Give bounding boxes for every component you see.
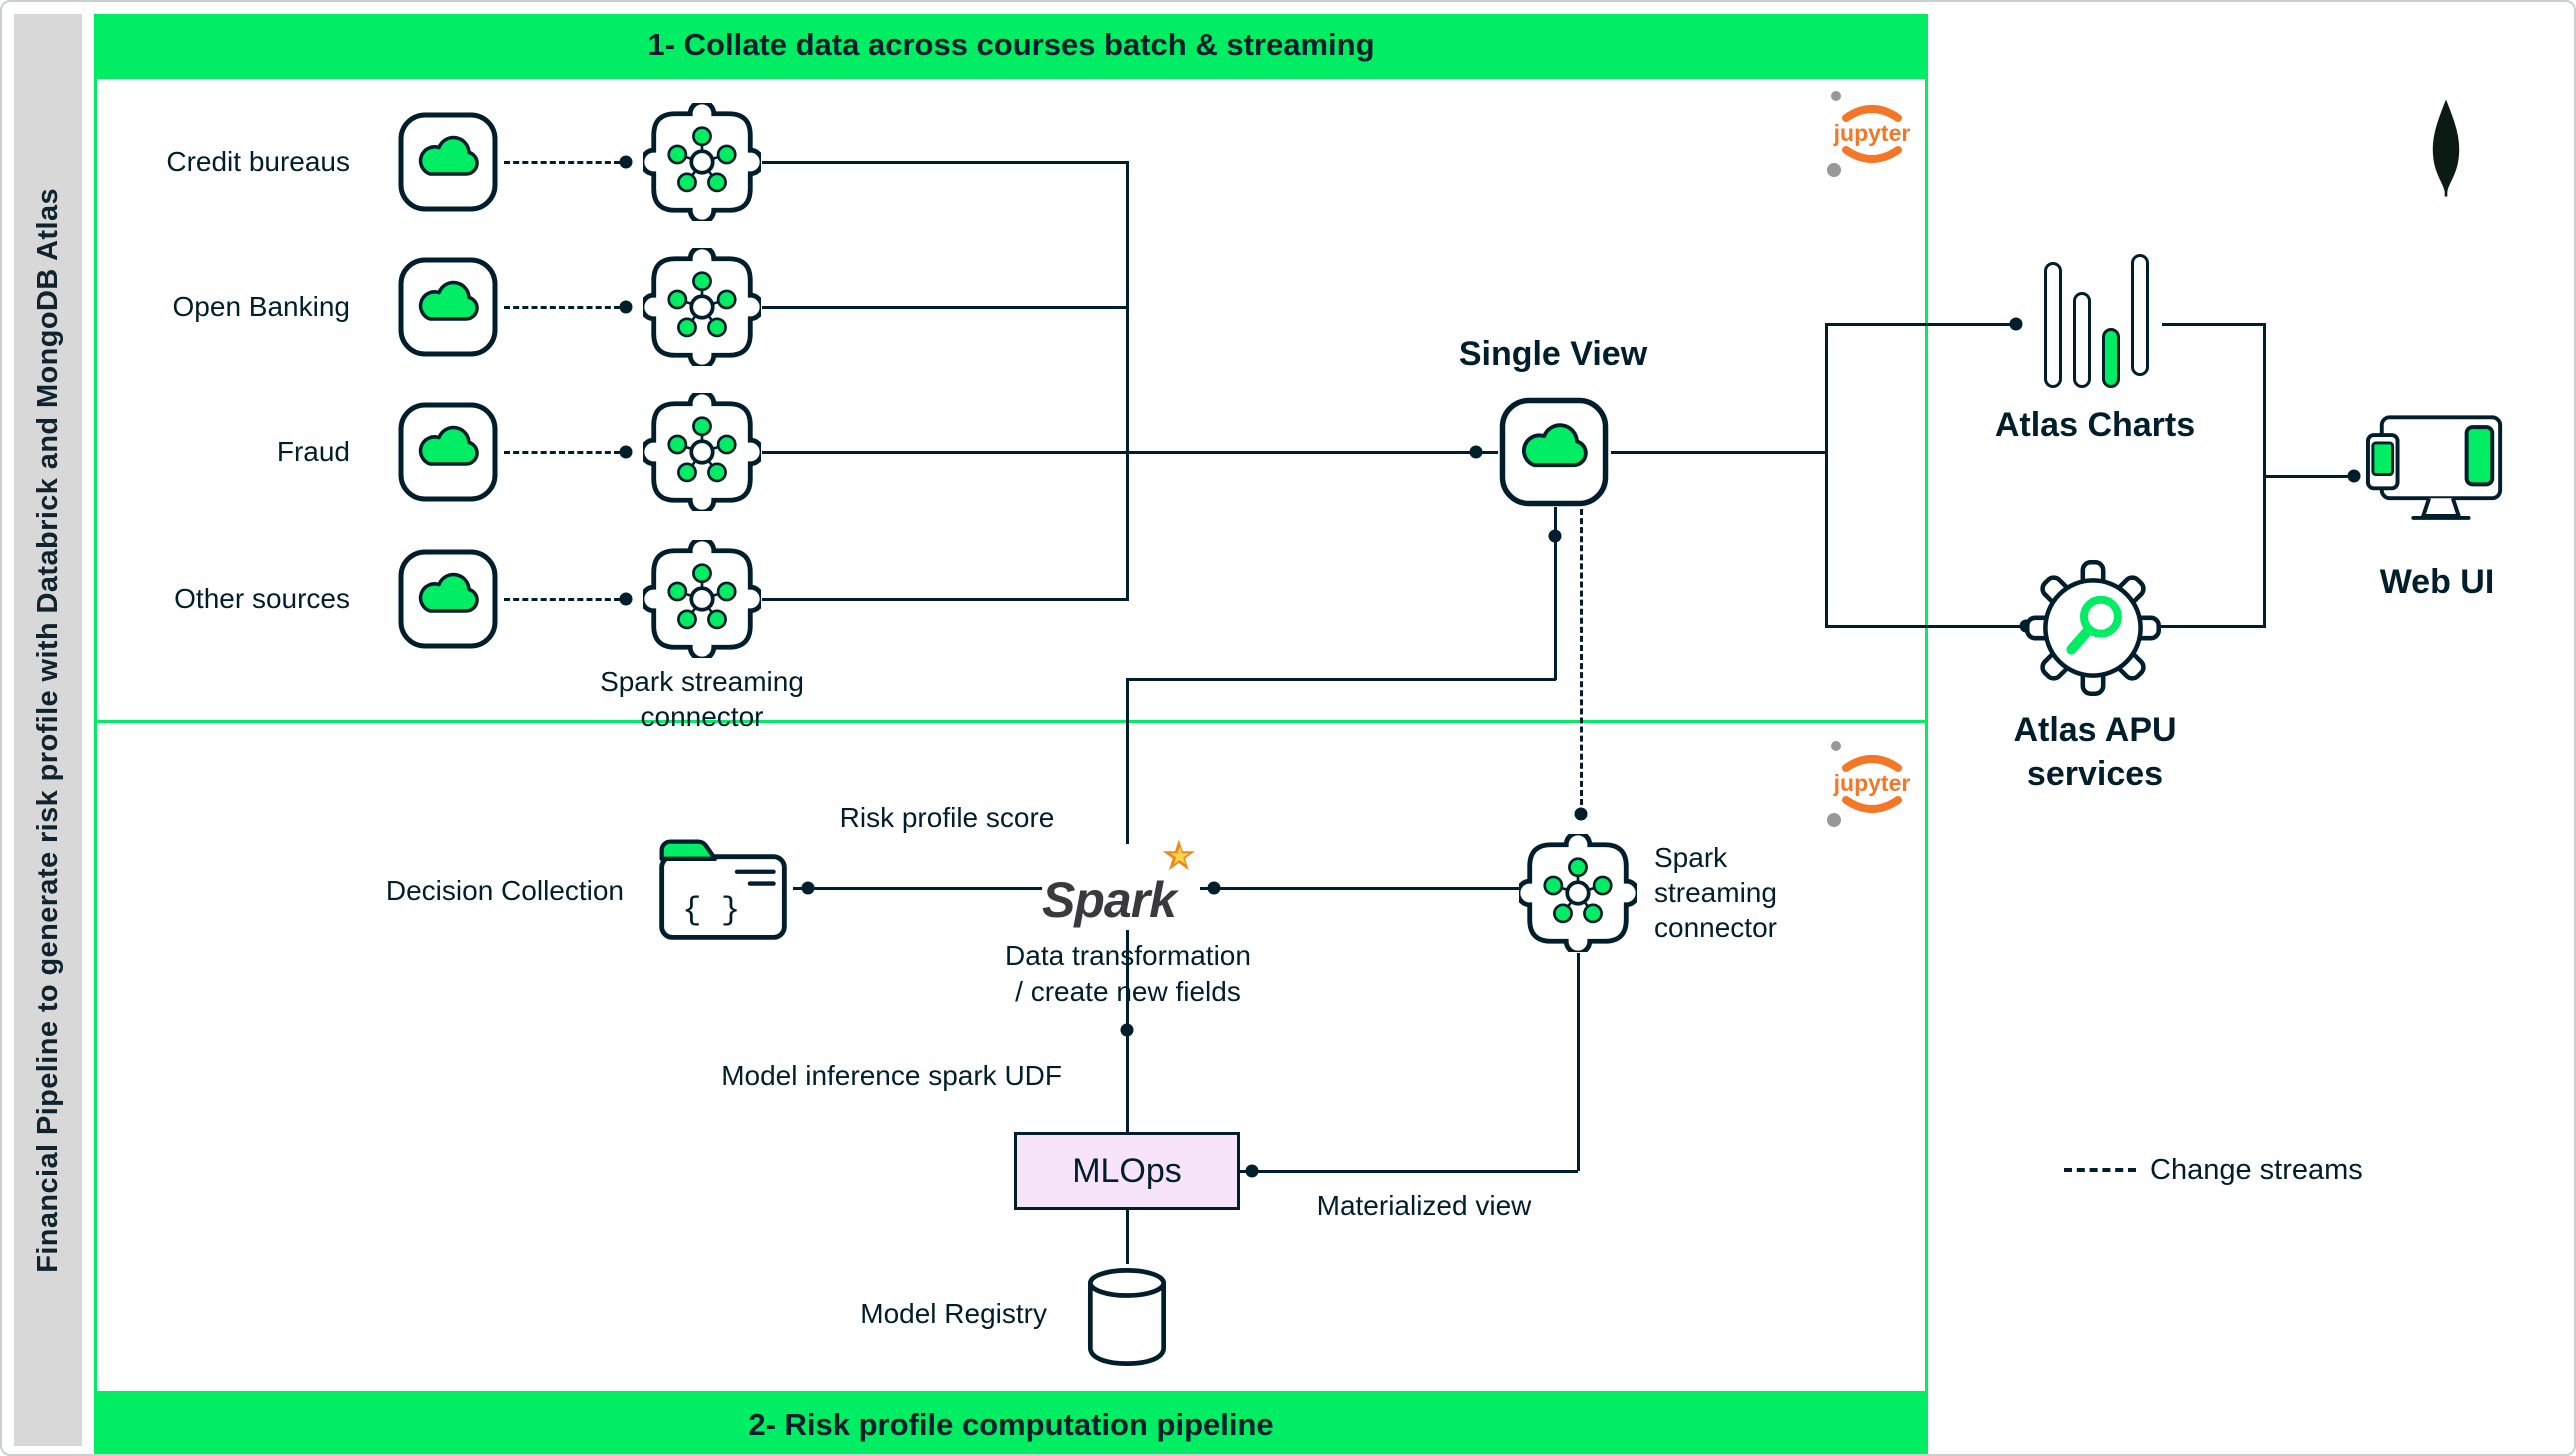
- spark-star-icon: ★: [1160, 832, 1198, 879]
- decision-collection-label: Decision Collection: [385, 875, 624, 906]
- atlas-charts-icon: [2042, 248, 2162, 388]
- chart-bar: [2073, 292, 2091, 388]
- connector-line: [1826, 322, 2018, 326]
- connector-line: [1125, 677, 1556, 681]
- section2-banner: 2- Risk profile computation pipeline: [94, 1394, 1928, 1454]
- connector-line: [762, 160, 1128, 164]
- model-inference-label: Model inference spark UDF: [721, 1060, 1062, 1091]
- change-stream-line: [504, 450, 620, 454]
- connector-line: [1125, 160, 1129, 601]
- junction-dot: [619, 155, 633, 169]
- section2-box: [94, 723, 1928, 1394]
- junction-dot: [2347, 469, 2361, 483]
- legend-change-streams-label: Change streams: [2150, 1154, 2363, 1186]
- data-transformation-label: Data transformation / create new fields: [1005, 940, 1251, 1007]
- sidebar-title-bar: Financial Pipeline to generate risk prof…: [14, 14, 82, 1446]
- spark-connector-icon-5: [1519, 834, 1637, 952]
- change-stream-line: [504, 160, 620, 164]
- mongodb-leaf-icon: [2432, 99, 2460, 197]
- source-label-open-banking: Open Banking: [172, 291, 350, 322]
- single-view-label: Single View: [1458, 335, 1648, 373]
- atlas-charts-label: Atlas Charts: [1994, 406, 2196, 444]
- junction-dot: [619, 300, 633, 314]
- connector-line: [2162, 322, 2264, 326]
- atlas-apu-gear-icon: [2025, 560, 2161, 696]
- junction-dot: [1469, 445, 1483, 459]
- jupyter-logo-1: jupyter: [1827, 91, 1911, 177]
- spark-connector-icon-4: [643, 540, 761, 658]
- junction-dot: [619, 592, 633, 606]
- junction-dot: [1574, 807, 1588, 821]
- chart-bar: [2102, 328, 2120, 388]
- sidebar-title: Financial Pipeline to generate risk prof…: [31, 187, 64, 1273]
- web-ui-label: Web UI: [2379, 563, 2495, 601]
- jupyter-wordmark: jupyter: [1833, 120, 1911, 146]
- braces-glyph: { }: [682, 892, 740, 929]
- connector-line: [1240, 1169, 1578, 1173]
- source-label-other-sources: Other sources: [174, 583, 350, 614]
- materialized-view-label: Materialized view: [1316, 1190, 1532, 1221]
- junction-dot: [1120, 1023, 1134, 1037]
- connector-line: [762, 597, 1128, 601]
- connector-line: [1200, 887, 1519, 890]
- change-stream-line: [504, 597, 620, 601]
- model-registry-label: Model Registry: [860, 1298, 1047, 1329]
- connector-line: [2264, 474, 2356, 478]
- chart-bar: [2131, 254, 2149, 376]
- junction-dot: [2009, 317, 2023, 331]
- connector-line: [1611, 450, 1826, 454]
- spark-connector-icon-1: [643, 103, 761, 221]
- jupyter-wordmark: jupyter: [1833, 770, 1911, 796]
- section1-banner: 1- Collate data across courses batch & s…: [94, 14, 1928, 76]
- database-icon-open-banking: [398, 257, 498, 357]
- spark-logo: ★ ★ Spark: [1042, 832, 1232, 929]
- single-view-icon: [1499, 397, 1609, 507]
- connector-line: [1576, 953, 1580, 1171]
- change-stream-line: [504, 305, 620, 309]
- connector-line: [793, 887, 1042, 890]
- chart-bar: [2044, 262, 2062, 388]
- risk-profile-score-label: Risk profile score: [839, 802, 1055, 833]
- database-icon-fraud: [398, 402, 498, 502]
- junction-dot: [1548, 529, 1562, 543]
- mlops-box: MLOps: [1014, 1132, 1240, 1210]
- section1-box: [94, 76, 1928, 723]
- connector-line: [1824, 322, 1828, 628]
- connector-line: [762, 450, 1498, 454]
- spark-wordmark: Spark: [1042, 872, 1177, 928]
- connector-line: [1125, 1210, 1129, 1264]
- spark-connector-icon-2: [643, 248, 761, 366]
- spark-connector-icon-3: [643, 393, 761, 511]
- junction-dot: [1207, 881, 1221, 895]
- connector-line: [2160, 624, 2264, 628]
- spark-streaming-connector-label-1: Spark streaming connector: [600, 666, 804, 732]
- source-label-credit-bureaus: Credit bureaus: [166, 146, 350, 177]
- junction-dot: [619, 445, 633, 459]
- decision-collection-folder-icon: { }: [659, 839, 787, 940]
- connector-line: [1553, 507, 1557, 680]
- spark-star-inner-icon: ★: [1169, 843, 1191, 870]
- legend-dashed-line: [2064, 1168, 2136, 1172]
- database-icon-credit-bureaus: [398, 112, 498, 212]
- spark-streaming-connector-label-2: Spark streaming connector: [1654, 842, 1777, 943]
- connector-line: [1826, 624, 2028, 628]
- source-label-fraud: Fraud: [276, 436, 350, 467]
- change-stream-line: [1579, 509, 1583, 805]
- atlas-apu-label: Atlas APU services: [2013, 711, 2177, 793]
- jupyter-logo-2: jupyter: [1827, 741, 1911, 827]
- connector-line: [762, 305, 1128, 309]
- model-registry-cylinder-icon: [1087, 1268, 1167, 1366]
- junction-dot: [1245, 1164, 1259, 1178]
- database-icon-other-sources: [398, 549, 498, 649]
- connector-line: [1125, 679, 1129, 844]
- junction-dot: [801, 881, 815, 895]
- web-ui-devices-icon: [2365, 415, 2503, 520]
